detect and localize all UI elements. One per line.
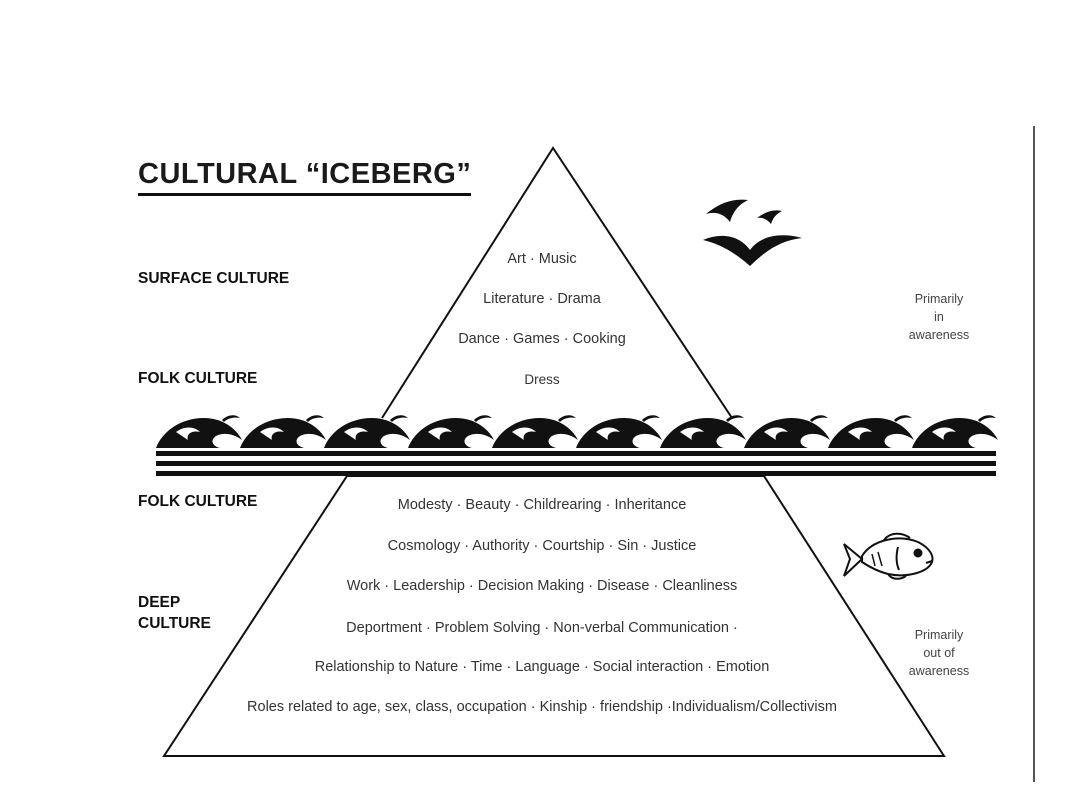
awareness-upper: Primarily in awareness bbox=[884, 290, 994, 344]
wave-crest bbox=[240, 415, 326, 448]
lower-item: Modesty · Beauty · Childrearing · Inheri… bbox=[397, 497, 687, 513]
lower-item: Cosmology · Authority · Courtship · Sin … bbox=[387, 538, 697, 554]
fish-icon bbox=[843, 532, 934, 580]
wave-crest bbox=[324, 415, 410, 448]
lower-item: Relationship to Nature · Time · Language… bbox=[314, 659, 770, 675]
awareness-upper-line: Primarily bbox=[914, 292, 964, 306]
wave-crest bbox=[576, 415, 662, 448]
wave-crest bbox=[912, 415, 998, 448]
upper-item: Literature · Drama bbox=[483, 291, 601, 307]
awareness-lower-line: awareness bbox=[908, 664, 970, 678]
iceberg-upper-outline bbox=[381, 146, 733, 419]
label-deep-culture-line1: DEEP bbox=[138, 594, 181, 611]
awareness-lower-line: Primarily bbox=[914, 628, 964, 642]
label-folk-culture-upper: FOLK CULTURE bbox=[138, 370, 258, 387]
wave-crest bbox=[828, 415, 914, 448]
right-edge-divider bbox=[1033, 126, 1035, 782]
lower-item: Work · Leadership · Decision Making · Di… bbox=[346, 578, 738, 594]
wave-crest bbox=[408, 415, 494, 448]
label-deep-culture: DEEP CULTURE bbox=[138, 592, 211, 634]
awareness-upper-line: in bbox=[934, 310, 944, 324]
label-folk-culture-lower: FOLK CULTURE bbox=[138, 493, 258, 510]
label-deep-culture-line2: CULTURE bbox=[138, 615, 211, 632]
wave-crest bbox=[744, 415, 830, 448]
awareness-lower-line: out of bbox=[923, 646, 955, 660]
birds-icon bbox=[703, 199, 802, 266]
label-surface-culture: SURFACE CULTURE bbox=[138, 270, 290, 287]
awareness-lower: Primarily out of awareness bbox=[884, 626, 994, 680]
upper-item: Dress bbox=[524, 372, 560, 387]
lower-item: Roles related to age, sex, class, occupa… bbox=[247, 699, 837, 715]
awareness-upper-line: awareness bbox=[908, 328, 970, 342]
upper-item: Art · Music bbox=[507, 251, 577, 267]
wave-crest bbox=[660, 415, 746, 448]
lower-item: Deportment · Problem Solving · Non-verba… bbox=[346, 620, 738, 636]
diagram-title: CULTURAL “ICEBERG” bbox=[138, 156, 472, 196]
waves-icon bbox=[156, 415, 998, 476]
upper-item: Dance · Games · Cooking bbox=[458, 331, 626, 347]
wave-crest bbox=[156, 415, 242, 448]
wave-crest bbox=[492, 415, 578, 448]
